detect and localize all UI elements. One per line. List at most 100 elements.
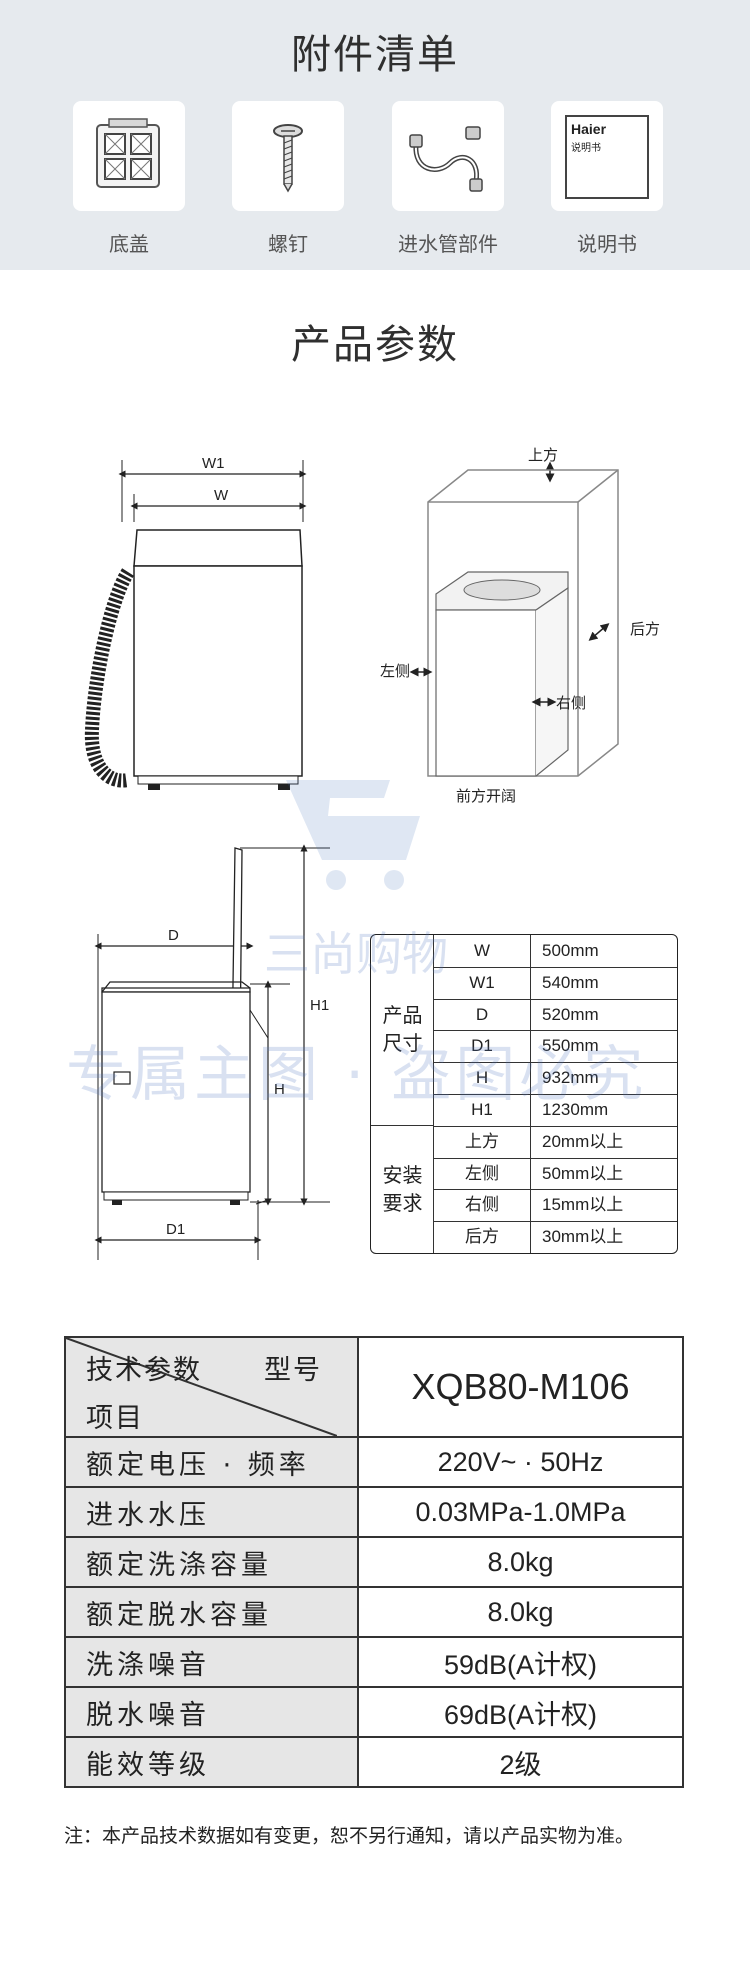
header-diagonal <box>66 1338 337 1436</box>
spec-value: 520mm <box>542 1004 599 1024</box>
spec-value: 540mm <box>542 972 599 992</box>
header-right: 型号 <box>264 1355 322 1386</box>
bottom-cover-icon <box>96 118 160 188</box>
param-key: 额定脱水容量 <box>64 1586 359 1638</box>
param-value: 2级 <box>357 1736 684 1788</box>
param-key: 能效等级 <box>64 1736 359 1788</box>
param-value: 220V~ · 50Hz <box>357 1436 684 1488</box>
spec-row: 右侧 15mm以上 <box>434 1189 677 1223</box>
w-label: W <box>214 487 229 504</box>
spec-row: H1 1230mm <box>434 1094 677 1127</box>
manual-icon: Haier 说明书 <box>565 115 649 199</box>
spec-row: D 520mm <box>434 998 677 1032</box>
param-value: 0.03MPa-1.0MPa <box>357 1486 684 1538</box>
screw-icon <box>273 124 303 193</box>
manual-brand: Haier <box>571 121 607 137</box>
spec-value: 932mm <box>542 1068 599 1088</box>
clearance-left-label: 左侧 <box>380 663 410 680</box>
spec-row: W 500mm <box>434 935 677 968</box>
params-title: 产品参数 <box>291 322 459 368</box>
spec-row: H 932mm <box>434 1062 677 1095</box>
front-view-drawing: W1 W <box>84 455 307 790</box>
accessory-card <box>73 101 185 211</box>
spec-value: 550mm <box>542 1036 599 1056</box>
spec-key: 左侧 <box>434 1157 531 1190</box>
accessory-manual: Haier 说明书 说明书 <box>551 101 663 257</box>
header-bottom: 项目 <box>86 1403 144 1434</box>
watermark-line2: 专属主图 · 盗图必究 <box>66 1040 648 1110</box>
watermark-line1: 三尚购物 <box>264 927 448 981</box>
param-value: 69dB(A计权) <box>357 1686 684 1738</box>
clearance-right-label: 右侧 <box>556 695 586 712</box>
group-label-line: 产品 <box>382 1003 423 1027</box>
spec-value: 50mm以上 <box>542 1163 624 1183</box>
w1-label: W1 <box>202 455 225 472</box>
param-key: 洗涤噪音 <box>64 1636 359 1688</box>
accessory-card <box>232 101 344 211</box>
accessory-label: 进水管部件 <box>398 232 498 256</box>
spec-key: H <box>434 1062 531 1094</box>
clearance-top-label: 上方 <box>528 447 558 464</box>
accessory-label: 底盖 <box>109 232 149 256</box>
inlet-hose-icon <box>409 126 483 192</box>
param-value: 8.0kg <box>357 1586 684 1638</box>
d-label: D <box>168 927 179 944</box>
accessory-card: Haier 说明书 <box>551 101 663 211</box>
model-cell: XQB80-M106 <box>357 1336 684 1438</box>
clearance-back-label: 后方 <box>630 621 660 638</box>
group-label-line: 尺寸 <box>382 1031 423 1055</box>
watermark-cart-icon <box>286 780 420 890</box>
spec-key: D1 <box>434 1030 531 1063</box>
spec-key: D <box>434 998 531 1031</box>
header-corner-cell: 技术参数 型号 项目 <box>64 1336 359 1438</box>
group-product-size: 产品 尺寸 <box>371 1001 434 1057</box>
spec-value: 15mm以上 <box>542 1195 624 1215</box>
spec-value: 20mm以上 <box>542 1131 624 1151</box>
table-header-row: 技术参数 型号 项目 XQB80-M106 <box>64 1336 684 1438</box>
group-install-req: 安装 要求 <box>371 1161 434 1217</box>
spec-key: H1 <box>434 1094 531 1126</box>
spec-row: 上方 20mm以上 <box>434 1125 677 1159</box>
param-key: 额定洗涤容量 <box>64 1536 359 1588</box>
d1-label: D1 <box>166 1221 185 1238</box>
manual-text: 说明书 <box>571 143 601 154</box>
disclaimer-note: 注：本产品技术数据如有变更，恕不另行通知，请以产品实物为准。 <box>64 1825 635 1847</box>
accessory-bottom-cover: 底盖 <box>73 101 185 257</box>
accessory-label: 螺钉 <box>268 232 308 256</box>
clearance-drawing: 上方 左侧 右侧 后方 前方开阔 <box>380 447 660 805</box>
param-key: 脱水噪音 <box>64 1686 359 1738</box>
param-key: 进水水压 <box>64 1486 359 1538</box>
spec-row: D1 550mm <box>434 1030 677 1064</box>
spec-divider-group <box>371 1125 434 1126</box>
h1-label: H1 <box>310 997 329 1014</box>
accessory-label: 说明书 <box>577 232 637 256</box>
param-value: 59dB(A计权) <box>357 1636 684 1688</box>
param-value: 8.0kg <box>357 1536 684 1588</box>
spec-key: W <box>434 935 531 967</box>
h-label: H <box>274 1081 285 1098</box>
spec-value: 500mm <box>542 941 599 960</box>
spec-key: 上方 <box>434 1125 531 1158</box>
spec-divider-vertical <box>433 935 434 1253</box>
accessory-screw: 螺钉 <box>232 101 344 257</box>
accessory-card <box>392 101 504 211</box>
spec-value: 1230mm <box>542 1100 609 1119</box>
spec-key: 右侧 <box>434 1189 531 1222</box>
header-left: 技术参数 <box>86 1355 202 1386</box>
side-view-drawing: D D1 H1 H <box>94 844 330 1260</box>
accessories-title: 附件清单 <box>291 32 459 78</box>
spec-value: 30mm以上 <box>542 1227 624 1247</box>
group-label-line: 要求 <box>382 1191 423 1215</box>
spec-row: 左侧 50mm以上 <box>434 1157 677 1191</box>
